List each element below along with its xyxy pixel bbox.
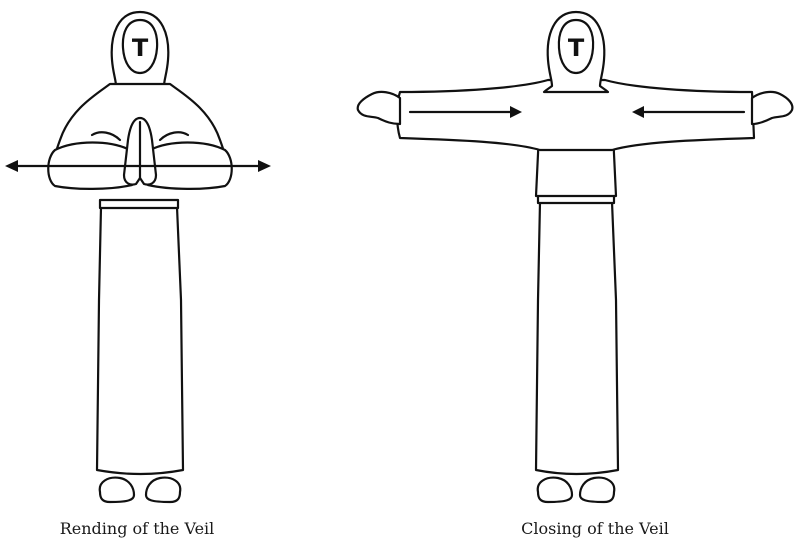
- feet-left: [100, 478, 134, 502]
- figure-closing: T: [358, 12, 793, 502]
- hand-right-r: [752, 92, 792, 124]
- face-mark-right: T: [568, 34, 585, 62]
- robe-right: [536, 202, 618, 474]
- belt-left: [100, 200, 178, 208]
- face-mark-left: T: [132, 34, 149, 62]
- robe-left: [97, 207, 183, 474]
- hand-right-l: [358, 92, 400, 124]
- caption-closing: Closing of the Veil: [521, 519, 669, 538]
- figure-rending: T: [5, 12, 271, 502]
- caption-rending: Rending of the Veil: [60, 519, 215, 538]
- feet-right: [538, 478, 572, 502]
